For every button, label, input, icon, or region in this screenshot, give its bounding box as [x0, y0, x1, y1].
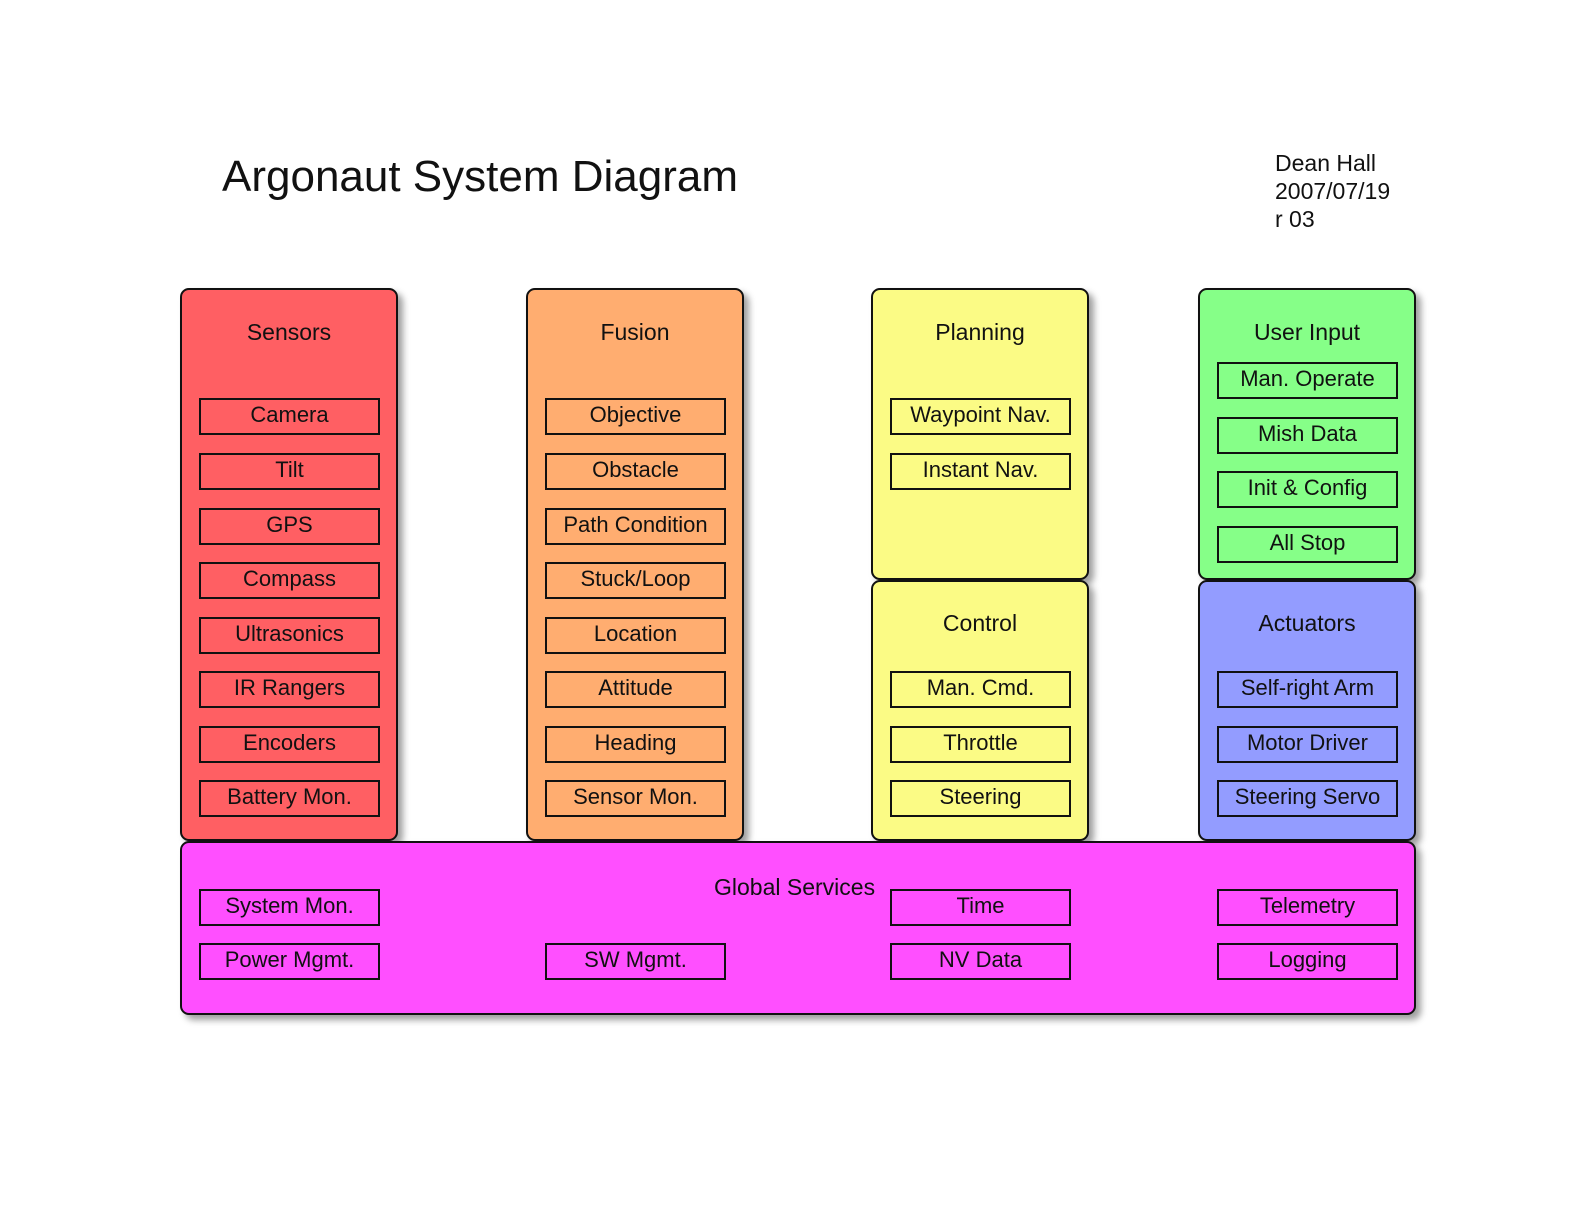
sensor-item-tilt: Tilt — [199, 453, 380, 490]
actuators-title: Actuators — [1258, 610, 1356, 636]
actuator-item-steering-servo: Steering Servo — [1217, 780, 1398, 817]
user-input-item-init-config: Init & Config — [1217, 471, 1398, 508]
control-item-steering: Steering — [890, 780, 1071, 817]
sensor-item-compass: Compass — [199, 562, 380, 599]
service-item-logging: Logging — [1217, 943, 1398, 980]
diagram-title: Argonaut System Diagram — [222, 152, 738, 201]
planning-item-waypoint-nav: Waypoint Nav. — [890, 398, 1071, 435]
service-item-sw-mgmt: SW Mgmt. — [545, 943, 726, 980]
actuator-item-motor-driver: Motor Driver — [1217, 726, 1398, 763]
sensor-item-encoders: Encoders — [199, 726, 380, 763]
fusion-item-obstacle: Obstacle — [545, 453, 726, 490]
sensor-item-ultrasonics: Ultrasonics — [199, 617, 380, 654]
fusion-item-heading: Heading — [545, 726, 726, 763]
sensor-item-gps: GPS — [199, 508, 380, 545]
fusion-item-stuck-loop: Stuck/Loop — [545, 562, 726, 599]
planning-title: Planning — [935, 319, 1025, 345]
author: Dean Hall — [1275, 150, 1376, 176]
fusion-item-attitude: Attitude — [545, 671, 726, 708]
sensors-title: Sensors — [246, 319, 332, 345]
service-item-telemetry: Telemetry — [1217, 889, 1398, 926]
service-item-nv-data: NV Data — [890, 943, 1071, 980]
sensor-item-battery-mon: Battery Mon. — [199, 780, 380, 817]
fusion-item-location: Location — [545, 617, 726, 654]
user-input-item-mish-data: Mish Data — [1217, 417, 1398, 454]
sensor-item-ir-rangers: IR Rangers — [199, 671, 380, 708]
control-title: Control — [942, 610, 1018, 636]
fusion-item-objective: Objective — [545, 398, 726, 435]
user-input-item-man-operate: Man. Operate — [1217, 362, 1398, 399]
sensor-item-camera: Camera — [199, 398, 380, 435]
control-item-man-cmd: Man. Cmd. — [890, 671, 1071, 708]
service-item-system-mon: System Mon. — [199, 889, 380, 926]
service-item-power-mgmt: Power Mgmt. — [199, 943, 380, 980]
date: 2007/07/19 — [1275, 178, 1391, 204]
fusion-title: Fusion — [600, 319, 670, 345]
revision: r 03 — [1275, 206, 1315, 232]
global-services-panel: Global Services — [180, 841, 1416, 1015]
diagram-meta: Dean Hall 2007/07/19 r 03 — [1275, 149, 1390, 233]
fusion-item-path-condition: Path Condition — [545, 508, 726, 545]
actuator-item-self-right-arm: Self-right Arm — [1217, 671, 1398, 708]
fusion-item-sensor-mon: Sensor Mon. — [545, 780, 726, 817]
service-item-time: Time — [890, 889, 1071, 926]
user-input-item-all-stop: All Stop — [1217, 526, 1398, 563]
control-item-throttle: Throttle — [890, 726, 1071, 763]
global-services-title: Global Services — [714, 874, 876, 900]
planning-item-instant-nav: Instant Nav. — [890, 453, 1071, 490]
user-input-title: User Input — [1253, 319, 1361, 345]
